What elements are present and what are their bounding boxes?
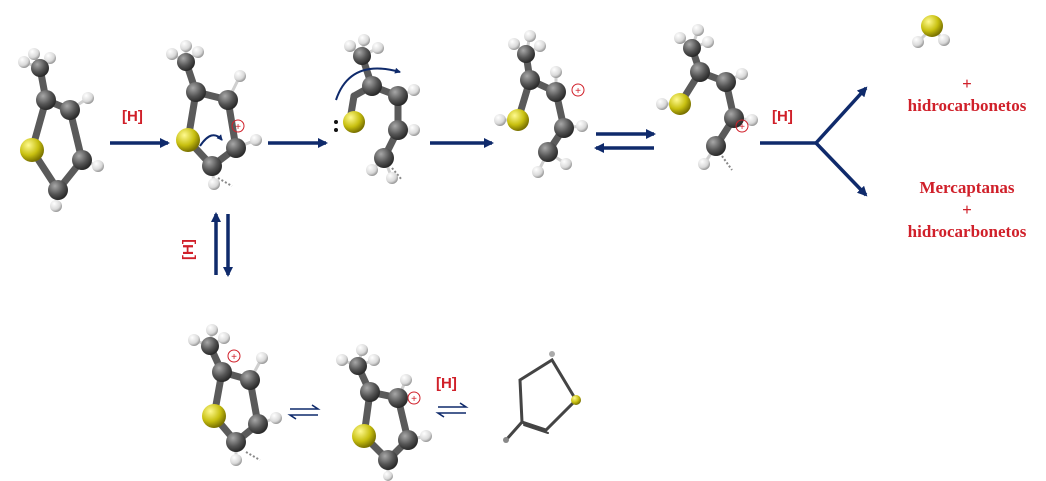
bottom-equilibria [287, 402, 469, 420]
molecule-dihydrothiophene [503, 351, 581, 443]
molecule-open-cation-b: + [656, 24, 758, 171]
svg-text:+: + [411, 394, 417, 405]
product-1-plus: + [962, 74, 972, 93]
molecule-open-cation-a: + [494, 30, 588, 178]
branch-down [814, 141, 868, 197]
molecule-protonated-c: + [336, 344, 432, 481]
molecule-thiophene [18, 48, 104, 212]
reagent-label-3: [H] [436, 375, 457, 392]
product-2-line1: Mercaptanas [919, 178, 1015, 197]
reagent-label-1: [H] [122, 108, 143, 125]
product-2-line2: hidrocarbonetos [907, 222, 1027, 241]
branch-up [814, 86, 868, 145]
reaction-arrows [110, 86, 868, 277]
svg-text:+: + [235, 122, 241, 133]
product-1-text: hidrocarbonetos [907, 96, 1027, 115]
reagent-label-vertical: [H] [180, 239, 197, 260]
molecule-protonated-b: + [188, 324, 282, 466]
svg-text:+: + [231, 352, 237, 363]
svg-text:+: + [575, 86, 581, 97]
svg-text:+: + [739, 122, 745, 133]
reagent-label-2: [H] [772, 108, 793, 125]
product-2-plus: + [962, 200, 972, 219]
molecule-protonated-a: + [166, 40, 262, 190]
molecule-ring-opening [334, 34, 420, 184]
molecule-h2s [912, 15, 950, 48]
